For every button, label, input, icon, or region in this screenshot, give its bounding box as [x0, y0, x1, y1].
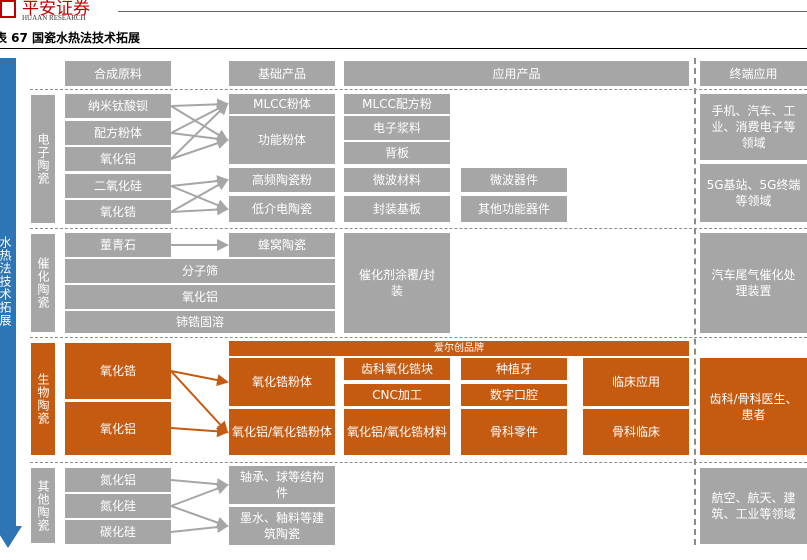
- raw-item-wide: 铈锆固溶: [65, 311, 335, 333]
- base-product: 低介电陶瓷: [229, 196, 335, 222]
- application-product: 微波材料: [344, 168, 450, 192]
- separator: [30, 89, 807, 90]
- raw-item: 董青石: [65, 233, 171, 257]
- logo-icon: [0, 0, 16, 18]
- end-application: 汽车尾气催化处理装置: [700, 233, 807, 333]
- raw-item: 氧化锆: [65, 343, 171, 399]
- application-product: 氧化铝/氧化锆材料: [344, 409, 450, 455]
- main-arrow-label: 水热法技术拓展: [0, 236, 12, 327]
- raw-item-wide: 氧化铝: [65, 285, 335, 309]
- logo-text-cn: 平安证券: [22, 0, 90, 19]
- application-device: 微波器件: [461, 168, 567, 192]
- application-product: 骨科零件: [461, 409, 567, 455]
- col-header-base: 基础产品: [229, 61, 335, 86]
- main-arrow-head: [0, 526, 22, 548]
- col-header-app: 应用产品: [344, 61, 689, 86]
- application-clinical: 临床应用: [583, 358, 689, 406]
- separator: [30, 228, 807, 229]
- base-product: 氧化锆粉体: [229, 358, 335, 406]
- raw-item: 氮化铝: [65, 468, 171, 492]
- application-product: 封装基板: [344, 196, 450, 222]
- end-application: 5G基站、5G终端等领域: [700, 164, 807, 222]
- end-application: 航空、航天、建筑、工业等领域: [700, 468, 807, 544]
- raw-item: 二氧化硅: [65, 174, 171, 198]
- raw-item-wide: 分子筛: [65, 259, 335, 283]
- raw-item: 氮化硅: [65, 494, 171, 518]
- brand-banner: 爱尔创品牌: [229, 341, 689, 356]
- col-header-end: 终端应用: [700, 61, 807, 86]
- section-label-bio: 生物陶瓷: [31, 343, 55, 455]
- raw-item: 配方粉体: [65, 121, 171, 145]
- base-product: 氧化铝/氧化锆粉体: [229, 409, 335, 455]
- end-application: 齿科/骨科医生、患者: [700, 358, 807, 455]
- separator: [30, 337, 807, 338]
- application-product: 齿科氧化锆块: [344, 358, 450, 380]
- application-product: 数字口腔: [461, 384, 567, 406]
- end-application: 手机、汽车、工业、消费电子等领域: [700, 94, 807, 160]
- base-product: 蜂窝陶瓷: [229, 233, 335, 257]
- application-product: 电子浆料: [344, 116, 450, 140]
- base-product: 轴承、球等结构件: [229, 466, 335, 504]
- logo-text-en: HUAAN RESEARCH: [22, 14, 86, 22]
- application-product: MLCC配方粉: [344, 94, 450, 114]
- main-arrow-shaft: [0, 58, 16, 528]
- raw-item: 纳米钛酸钡: [65, 94, 171, 118]
- col-header-raw: 合成原料: [65, 61, 171, 86]
- section-label-other: 其他陶瓷: [31, 468, 55, 543]
- raw-item: 氧化铝: [65, 402, 171, 455]
- raw-item: 氧化铝: [65, 147, 171, 171]
- header-rule: [118, 11, 807, 12]
- base-product: 高频陶瓷粉: [229, 168, 335, 192]
- raw-item: 碳化硅: [65, 520, 171, 544]
- application-device: 其他功能器件: [461, 196, 567, 222]
- application-clinical: 骨科临床: [583, 409, 689, 455]
- base-product: 墨水、釉料等建筑陶瓷: [229, 507, 335, 545]
- section-label-electronic: 电子陶瓷: [31, 95, 55, 223]
- logo: 平安证券 HUAAN RESEARCH: [0, 0, 110, 26]
- figure-caption: 表 67 国瓷水热法技术拓展: [0, 31, 141, 45]
- base-product: MLCC粉体: [229, 94, 335, 114]
- separator: [30, 462, 807, 463]
- raw-item: 氧化锆: [65, 200, 171, 224]
- end-column-divider: [694, 58, 696, 545]
- application-product: 种植牙: [461, 358, 567, 380]
- application-product: 背板: [344, 142, 450, 164]
- section-label-catalyst: 催化陶瓷: [31, 234, 55, 332]
- application-product: 催化剂涂覆/封装: [344, 233, 450, 333]
- caption-rule: [0, 48, 807, 49]
- base-product: 功能粉体: [229, 116, 335, 164]
- application-product: CNC加工: [344, 384, 450, 406]
